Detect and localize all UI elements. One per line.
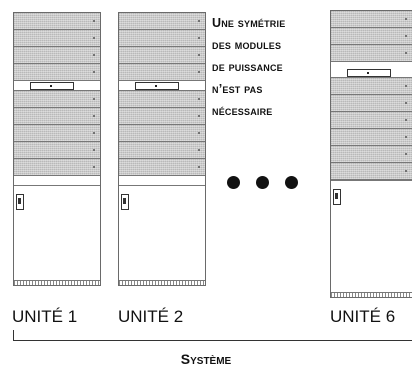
cabinet-door [14, 185, 100, 281]
bypass-module [119, 81, 205, 91]
cabinet-unit-6 [330, 10, 412, 298]
power-module [331, 11, 412, 28]
power-module [331, 28, 412, 45]
power-module [14, 30, 100, 47]
unit-label-1: UNITÉ 1 [12, 307, 78, 326]
power-module [14, 108, 100, 125]
cabinet-base [331, 292, 412, 297]
note-line: des modules [212, 38, 282, 52]
power-module [14, 159, 100, 176]
power-module [14, 47, 100, 64]
power-module [14, 13, 100, 30]
power-module [14, 125, 100, 142]
power-module [119, 47, 205, 64]
power-module [331, 146, 412, 163]
cabinet-unit-2 [118, 12, 206, 286]
power-module [119, 13, 205, 30]
power-module [331, 45, 412, 62]
cabinet-base [119, 280, 205, 285]
power-module [119, 125, 205, 142]
power-module [119, 142, 205, 159]
bypass-module [331, 68, 412, 78]
power-module [119, 64, 205, 81]
door-latch-icon [16, 194, 24, 210]
power-module [119, 91, 205, 108]
cabinet-unit-1 [13, 12, 101, 286]
power-module [331, 112, 412, 129]
system-bracket [13, 330, 412, 341]
power-module [331, 95, 412, 112]
unit-label-6: UNITÉ 6 [330, 307, 396, 326]
unit-label-2: UNITÉ 2 [118, 307, 184, 326]
power-module [14, 64, 100, 81]
note-line: nécessaire [212, 104, 273, 118]
ellipsis-dots-icon [227, 176, 307, 196]
note-line: de puissance [212, 60, 283, 74]
power-module [331, 129, 412, 146]
power-module [331, 163, 412, 180]
bypass-module [14, 81, 100, 91]
power-module [119, 30, 205, 47]
door-latch-icon [333, 189, 341, 205]
cabinet-base [14, 280, 100, 285]
cabinet-door [119, 185, 205, 281]
power-module [14, 142, 100, 159]
system-label: Système [180, 351, 232, 367]
symmetry-note: Une symétrie des modules de puissance n’… [212, 12, 332, 122]
power-module [14, 91, 100, 108]
power-module [119, 108, 205, 125]
power-module [331, 78, 412, 95]
note-line: Une symétrie [212, 16, 286, 30]
cabinet-door [331, 180, 412, 293]
note-line: n’est pas [212, 82, 263, 96]
power-module [119, 159, 205, 176]
door-latch-icon [121, 194, 129, 210]
